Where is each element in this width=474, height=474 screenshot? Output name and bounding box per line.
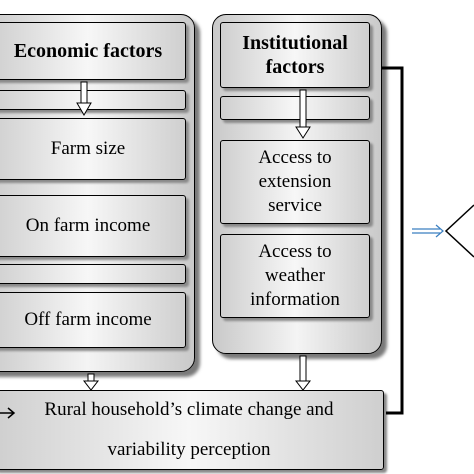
blue-arrow-right [412, 224, 444, 238]
economic-factors-header: Economic factors [0, 22, 186, 80]
weather-information-box: Access to weather information [220, 234, 370, 318]
institutional-title-line1: Institutional [242, 32, 348, 54]
economic-spacer-2 [0, 264, 186, 284]
arrow-institutional-to-extension [295, 89, 311, 139]
institutional-factors-header: Institutional factors [220, 22, 370, 88]
farm-size-label: Farm size [50, 138, 126, 159]
off-farm-income-label: Off farm income [24, 309, 152, 330]
perception-box: Rural household’s climate change and var… [0, 390, 384, 470]
arrow-economic-to-perception [82, 373, 100, 391]
economic-factors-title: Economic factors [13, 40, 163, 62]
extension-line3: service [268, 195, 322, 216]
on-farm-income-box: On farm income [0, 195, 186, 257]
weather-line2: weather [264, 265, 326, 286]
institutional-spacer-1 [220, 96, 370, 120]
extension-line1: Access to [258, 147, 332, 168]
on-farm-income-label: On farm income [25, 215, 151, 236]
feedback-bracket-line [382, 66, 404, 415]
decision-diamond-partial [444, 204, 474, 258]
weather-line1: Access to [258, 241, 332, 262]
extension-line2: extension [258, 171, 332, 192]
arrow-economic-to-farm-size [76, 81, 92, 116]
perception-line1: Rural household’s climate change and [44, 399, 334, 420]
perception-entry-arrow [0, 407, 16, 419]
extension-service-box: Access to extension service [220, 140, 370, 224]
farm-size-box: Farm size [0, 118, 186, 180]
institutional-title-line2: factors [265, 56, 325, 78]
off-farm-income-box: Off farm income [0, 292, 186, 348]
weather-line3: information [250, 289, 340, 310]
perception-line2: variability perception [107, 439, 271, 460]
arrow-institutional-to-perception [294, 355, 312, 391]
economic-spacer-1 [0, 90, 186, 110]
